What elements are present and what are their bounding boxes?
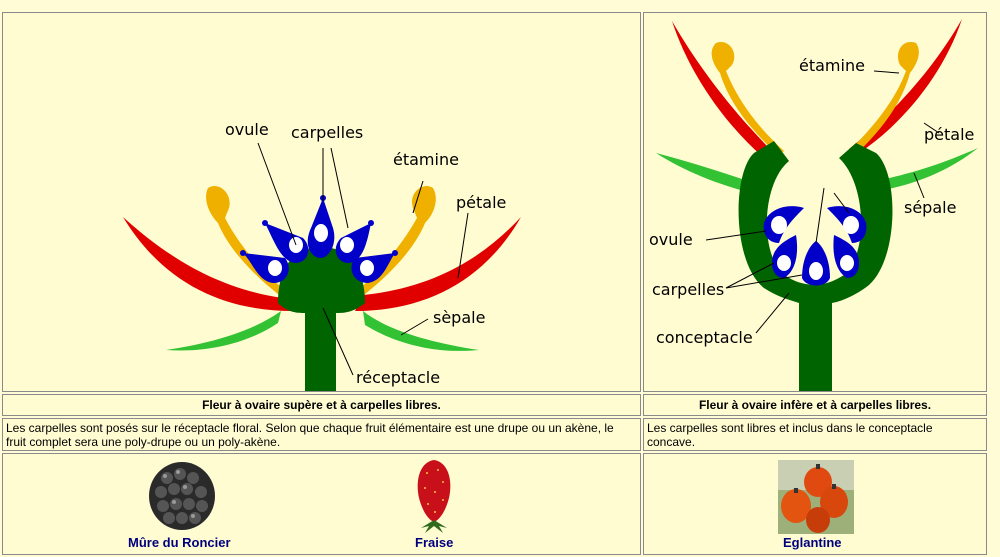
fruit-link-fraise[interactable]: Fraise — [415, 535, 454, 550]
label-petale: pétale — [456, 193, 506, 212]
label-sepale: sépale — [904, 198, 956, 217]
label-carpelles: carpelles — [291, 123, 363, 142]
right-fruits-cell: Eglantine — [643, 453, 987, 555]
label-conceptacle: conceptacle — [656, 328, 753, 347]
right-petal — [355, 217, 521, 311]
label-ovule: ovule — [225, 120, 269, 139]
left-fruits-cell: Mûre du Roncier Fraise — [2, 453, 641, 555]
label-petale: pétale — [924, 125, 974, 144]
strawberry-image[interactable] — [413, 458, 455, 534]
label-receptacle: réceptacle — [356, 368, 440, 387]
label-etamine: étamine — [393, 150, 459, 169]
label-carpelles: carpelles — [652, 280, 724, 299]
right-diagram-cell: étamine pétale sépale ovule carpelles co… — [643, 12, 987, 392]
left-petal — [123, 217, 293, 311]
left-diagram-cell: ovule carpelles étamine pétale sèpale ré… — [2, 12, 641, 392]
receptacle — [278, 247, 365, 391]
superior-ovary-flower-diagram: ovule carpelles étamine pétale sèpale ré… — [123, 120, 521, 391]
right-stamen — [355, 185, 436, 298]
right-sepal — [876, 148, 978, 191]
left-caption: Fleur à ovaire supère et à carpelles lib… — [2, 394, 641, 416]
right-sepal — [363, 311, 479, 351]
left-stamen — [711, 42, 784, 155]
left-sepal — [656, 153, 754, 193]
left-petal — [672, 21, 774, 158]
inferior-ovary-flower-diagram: étamine pétale sépale ovule carpelles co… — [649, 19, 978, 391]
left-description: Les carpelles sont posés sur le réceptac… — [2, 418, 641, 451]
label-sepale: sèpale — [433, 308, 485, 327]
label-ovule: ovule — [649, 230, 693, 249]
blackberry-image[interactable] — [147, 460, 217, 532]
rosehip-image[interactable] — [778, 460, 854, 534]
fruit-link-mure[interactable]: Mûre du Roncier — [128, 535, 231, 550]
right-caption: Fleur à ovaire infère et à carpelles lib… — [643, 394, 987, 416]
conceptacle — [738, 141, 893, 391]
label-etamine: étamine — [799, 56, 865, 75]
left-sepal — [166, 311, 281, 351]
fruit-link-eglantine[interactable]: Eglantine — [783, 535, 842, 550]
right-stamen — [849, 42, 919, 155]
left-stamen — [206, 185, 288, 298]
right-description: Les carpelles sont libres et inclus dans… — [643, 418, 987, 451]
